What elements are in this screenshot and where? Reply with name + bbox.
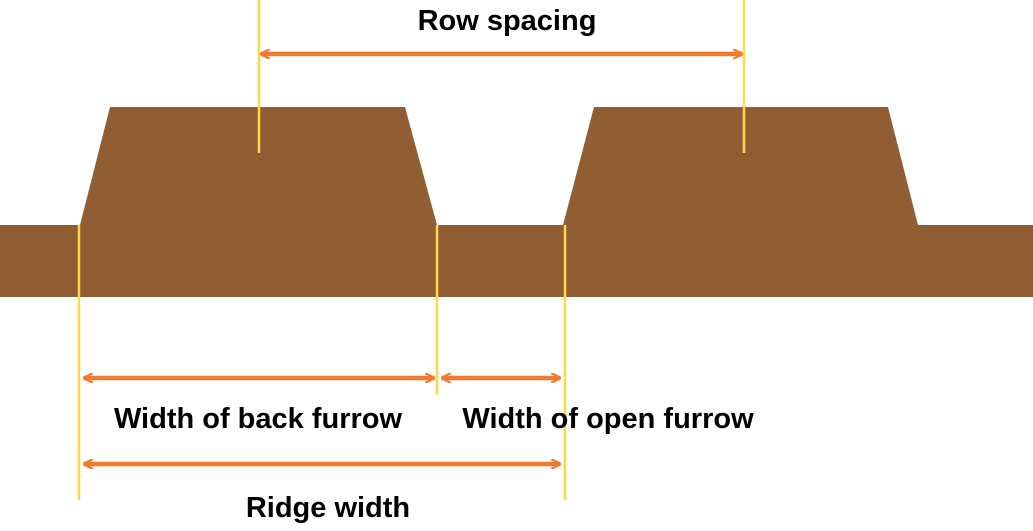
row-spacing-label: Row spacing (418, 5, 597, 37)
open-furrow-width-label: Width of open furrow (462, 403, 754, 435)
ridge-width-label: Ridge width (246, 492, 410, 524)
back-furrow-width-label: Width of back furrow (114, 403, 403, 435)
soil-profile (0, 107, 1033, 297)
